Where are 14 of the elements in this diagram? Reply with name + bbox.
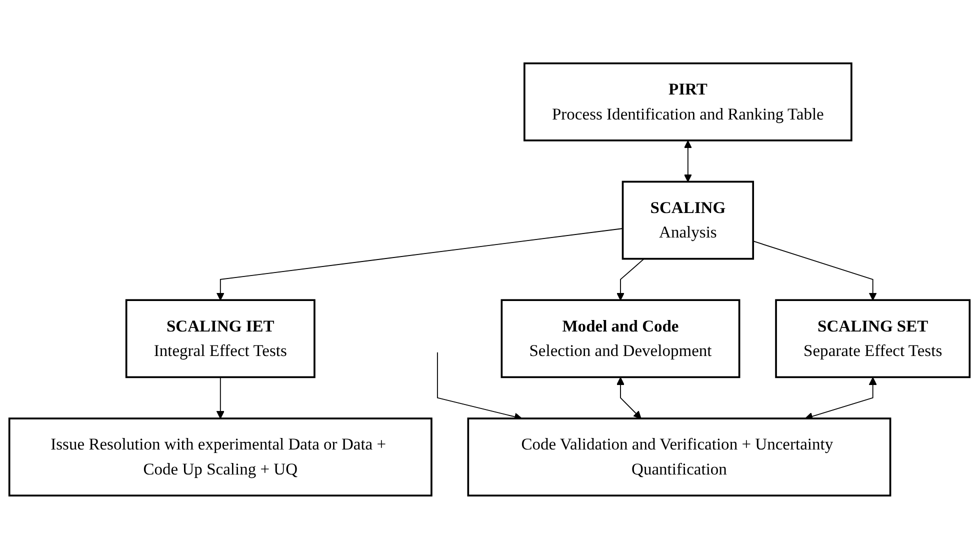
arrow	[216, 228, 624, 300]
node-box: SCALING IET Integral Effect Tests	[125, 298, 316, 378]
arrow	[216, 376, 224, 418]
node-box: Issue Resolution with experimental Data or Data + Code Up Scaling + UQ	[8, 417, 432, 496]
node-box: PIRT Process Identification and Ranking Table	[524, 62, 852, 141]
arrow	[752, 240, 877, 300]
node-box: Model and Code Selection and Development	[500, 298, 740, 378]
node-box: SCALING SET Separate Effect Tests	[775, 298, 971, 378]
node-box: Code Validation and Verification + Uncertainty Quantification	[467, 417, 892, 496]
node-box: SCALING Analysis	[622, 180, 754, 260]
arrow	[684, 140, 692, 182]
arrow	[804, 376, 877, 420]
arrow	[616, 376, 642, 418]
arrow	[616, 258, 644, 300]
